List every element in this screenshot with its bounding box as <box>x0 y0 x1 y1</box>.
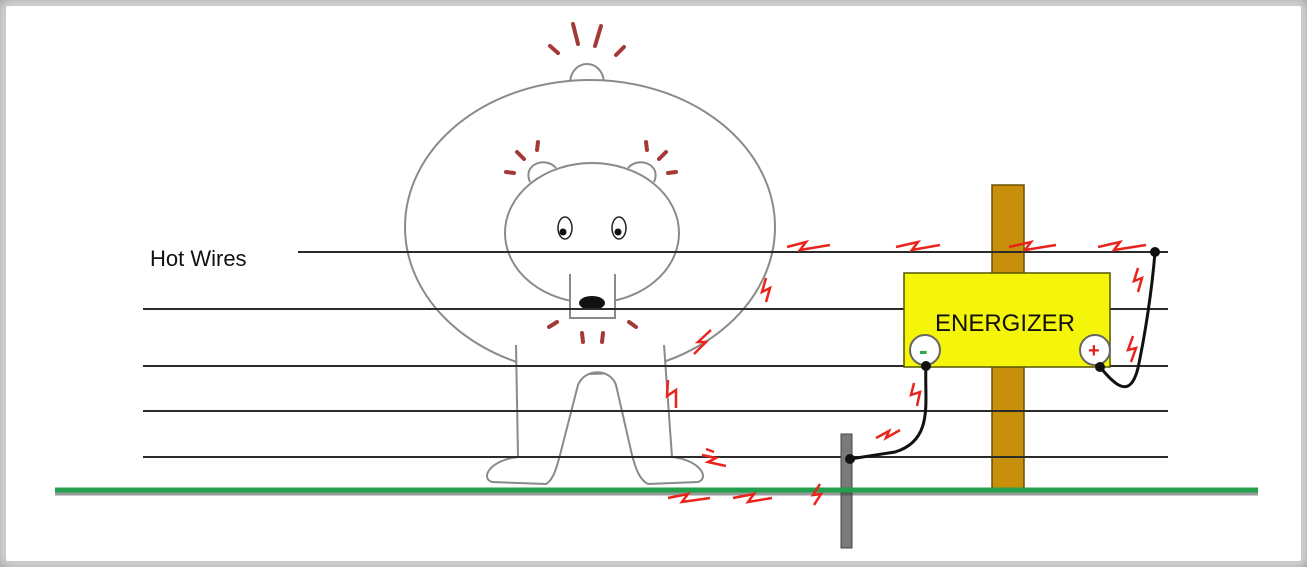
plus-sign: + <box>1088 340 1100 362</box>
bear-legs <box>486 344 704 486</box>
bear-left-ear <box>527 161 557 183</box>
spark <box>705 447 715 454</box>
alert-mark <box>666 170 678 175</box>
connection-dot <box>921 361 931 371</box>
connection-dot <box>845 454 855 464</box>
spark <box>760 277 772 303</box>
spark <box>732 492 773 504</box>
spark <box>1132 267 1144 293</box>
alert-mark <box>515 150 526 161</box>
bear-right-ear <box>627 161 657 183</box>
fence-lead-wire <box>1098 251 1157 389</box>
alert-mark <box>548 44 560 55</box>
alert-mark <box>614 45 626 57</box>
energizer-label: ENERGIZER <box>935 310 1075 337</box>
bear-left-eye <box>557 216 573 240</box>
spark <box>875 428 901 441</box>
wire-connection-dots <box>845 247 1160 464</box>
alert-mark <box>504 170 516 175</box>
spark <box>895 240 941 252</box>
alert-mark <box>547 320 559 329</box>
spark <box>1126 335 1138 363</box>
alert-mark <box>535 140 540 152</box>
spark <box>786 239 831 252</box>
spark <box>701 453 727 468</box>
bear-face <box>557 216 627 310</box>
hot-wires-label: Hot Wires <box>150 246 247 271</box>
ground <box>55 487 1258 496</box>
alert-mark <box>571 22 580 46</box>
minus-sign: - <box>919 335 928 365</box>
alert-marks <box>504 22 678 344</box>
connection-dot <box>1150 247 1160 257</box>
bear-figure <box>404 63 776 486</box>
plus-terminal <box>1079 334 1111 366</box>
spark <box>667 492 711 504</box>
spark <box>665 379 678 408</box>
spark <box>909 382 922 407</box>
ground-lead-wire <box>849 365 928 461</box>
alert-mark <box>627 320 638 329</box>
alert-mark <box>593 24 603 48</box>
bear-left-pupil <box>559 228 567 236</box>
bear-crown-bump <box>569 63 605 83</box>
bear-nose <box>579 296 605 310</box>
electric-sparks <box>665 239 1147 506</box>
alert-mark <box>657 150 668 161</box>
connection-dot <box>1095 362 1105 372</box>
alert-mark <box>600 331 605 344</box>
spark <box>810 483 824 506</box>
bear-snout <box>569 274 616 319</box>
alert-mark <box>644 140 649 152</box>
bear-right-eye <box>611 216 627 240</box>
bear-right-pupil <box>614 228 622 236</box>
spark <box>693 329 712 355</box>
spark <box>1008 240 1057 252</box>
alert-mark <box>580 331 585 344</box>
spark <box>1097 240 1147 252</box>
energizer: ENERGIZER - + <box>903 272 1111 368</box>
energizer-wiring <box>849 251 1157 461</box>
